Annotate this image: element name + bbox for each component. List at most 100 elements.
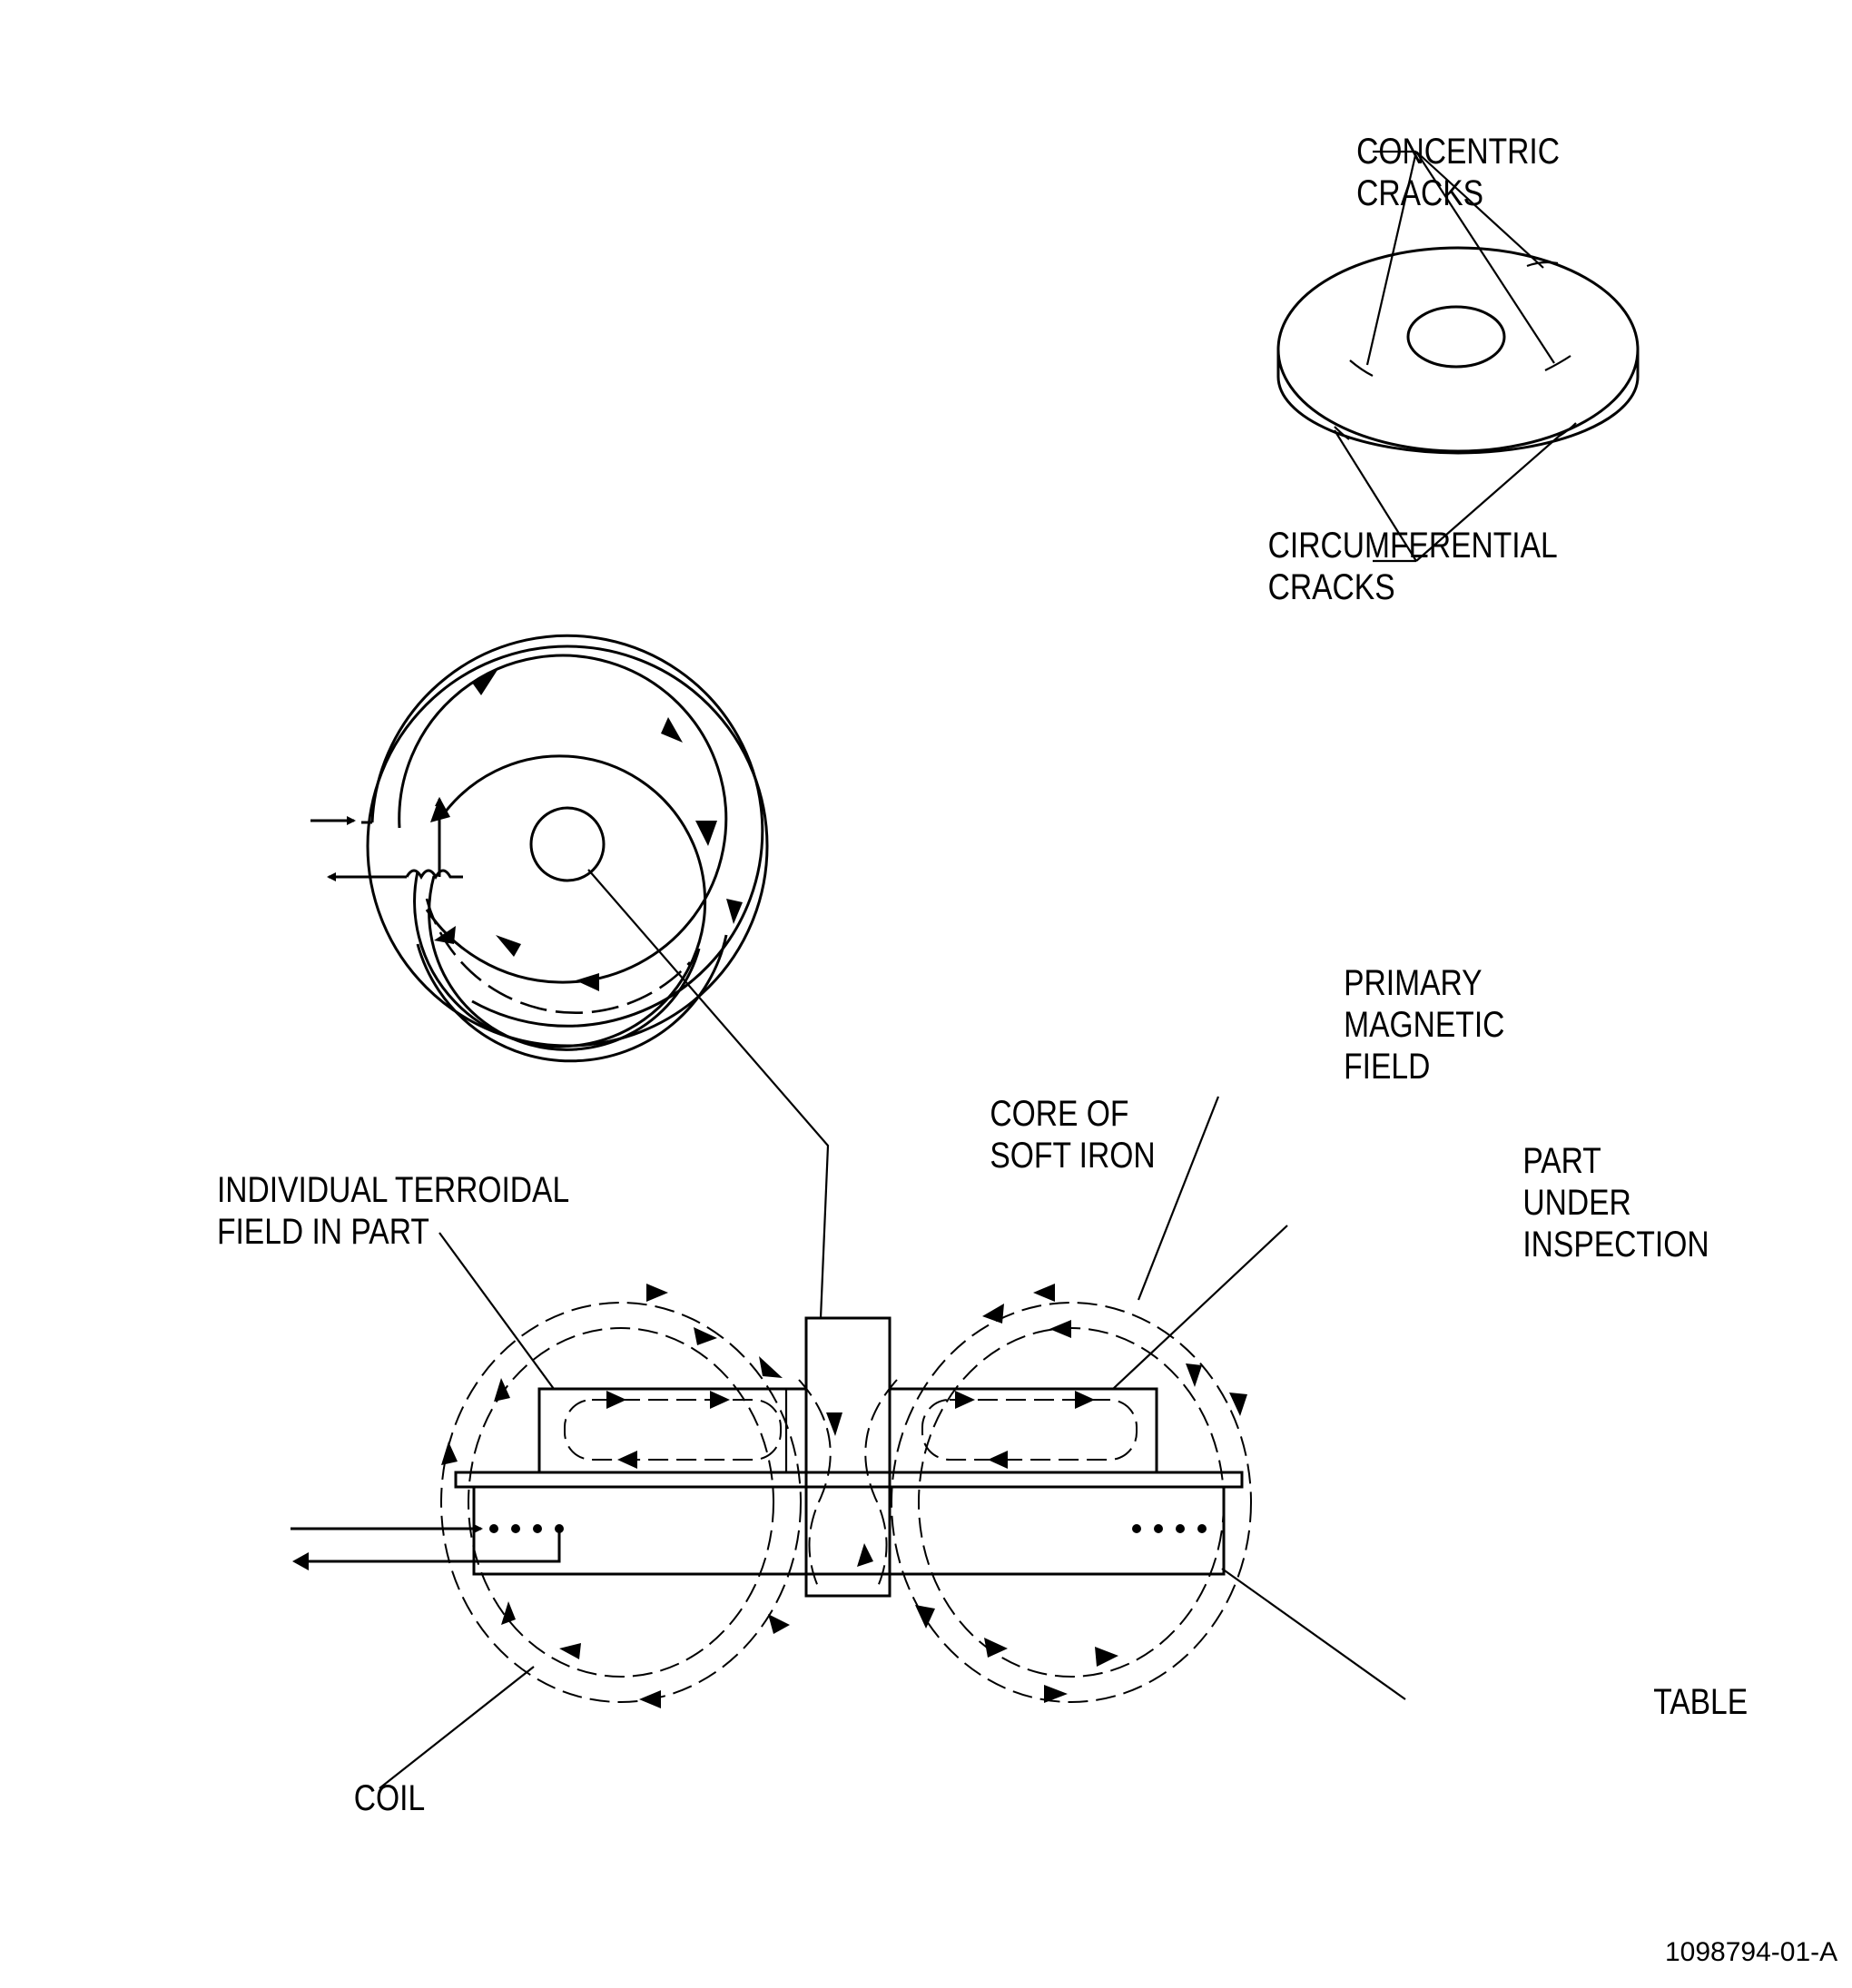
coil-dot-r2 — [1154, 1524, 1163, 1533]
part-label-2: UNDER — [1522, 1182, 1630, 1222]
part-left-field-loop — [564, 1399, 782, 1461]
field-loop-right-outer — [891, 1302, 1252, 1703]
concentric-crack-right — [1544, 355, 1571, 371]
figure-id: 1098794-01-A — [1665, 1937, 1837, 1967]
primary-field-leader — [1137, 1096, 1220, 1301]
part-right-arrow-3 — [988, 1451, 1008, 1469]
disc-top-face — [1276, 246, 1640, 453]
side-lead-out-arrow — [292, 1552, 309, 1570]
ring-arrow-8 — [430, 797, 450, 822]
coil-side-view — [291, 1096, 1406, 1789]
part-right — [888, 1387, 1158, 1474]
field-arrow-14 — [1229, 1393, 1247, 1416]
ring-arrow-2 — [661, 717, 683, 743]
field-arrow-15 — [915, 1605, 935, 1629]
coil-ring-2 — [398, 654, 728, 984]
disc-bottom-edge — [1276, 349, 1640, 455]
part-label-3: INSPECTION — [1522, 1224, 1709, 1264]
field-arrow-17 — [1044, 1685, 1068, 1703]
part-right-arrow-2 — [1075, 1391, 1095, 1409]
core-arrow-1 — [826, 1412, 842, 1436]
coil-leader — [379, 1666, 535, 1789]
concentric-cracks-label-2: CRACKS — [1356, 172, 1483, 212]
coil-dot-r3 — [1176, 1524, 1185, 1533]
part-left-arrow-1 — [606, 1391, 626, 1409]
table-leader — [1221, 1568, 1406, 1700]
ring-arrow-5 — [496, 935, 521, 957]
core-leader — [587, 869, 830, 1319]
field-arrow-8 — [639, 1690, 661, 1708]
part-left-arrow-2 — [710, 1391, 730, 1409]
coil-ring-dashed — [425, 898, 691, 1015]
circumferential-crack-left — [1334, 426, 1350, 440]
circumferential-cracks-label-1: CIRCUMFERENTIAL — [1268, 525, 1558, 565]
individual-field-label-1: INDIVIDUAL TERROIDAL — [217, 1169, 569, 1209]
concentric-leader — [1365, 150, 1555, 366]
field-arrow-13 — [1186, 1363, 1202, 1387]
ring-arrow-6 — [434, 926, 456, 944]
coil-dot-r4 — [1197, 1524, 1207, 1533]
soft-iron-core — [804, 1316, 892, 1598]
top-view-core — [529, 806, 606, 882]
individual-field-leader — [438, 1232, 555, 1390]
coil-ring-inner-lower — [416, 875, 728, 1063]
field-arrow-6 — [501, 1601, 516, 1625]
coil-dot-l3 — [533, 1524, 542, 1533]
field-arrow-12 — [1049, 1320, 1071, 1338]
coil-ring-1 — [361, 634, 764, 1028]
ring-arrow-7 — [576, 973, 599, 991]
field-arrow-4 — [494, 1378, 510, 1402]
core-arrow-2 — [857, 1543, 873, 1567]
field-arrow-10 — [1033, 1284, 1055, 1302]
concentric-crack-back — [1526, 261, 1559, 268]
part-left — [537, 1387, 808, 1474]
top-view-lead-loops — [405, 869, 463, 881]
field-arrow-9 — [768, 1614, 790, 1634]
part-label-1: PART — [1522, 1140, 1601, 1180]
table-body — [472, 1485, 1226, 1576]
primary-field-label-2: MAGNETIC — [1344, 1004, 1504, 1044]
core-label-1: CORE OF — [990, 1093, 1128, 1133]
field-loop-right-inner — [918, 1327, 1225, 1678]
ring-arrow-3 — [695, 821, 717, 846]
ring-arrow-1 — [472, 670, 497, 695]
primary-field-label-1: PRIMARY — [1344, 962, 1482, 1002]
field-arrow-18 — [1095, 1647, 1118, 1667]
part-right-arrow-1 — [955, 1391, 975, 1409]
side-lead-return — [309, 1529, 561, 1563]
field-loop-left-inner — [468, 1327, 774, 1678]
field-arrow-1 — [646, 1284, 668, 1302]
field-loop-left-outer — [440, 1302, 802, 1703]
coil-dot-r1 — [1132, 1524, 1141, 1533]
circumferential-cracks-label-2: CRACKS — [1268, 566, 1395, 606]
primary-field-label-3: FIELD — [1344, 1046, 1430, 1086]
individual-field-label-2: FIELD IN PART — [217, 1211, 429, 1251]
field-arrow-16 — [984, 1638, 1008, 1658]
field-arrow-2 — [694, 1327, 717, 1345]
coil-top-view — [310, 634, 830, 1319]
cracked-disc: CONCENTRIC CRACKS CIRCUMFERENTIAL CRACKS — [1268, 131, 1640, 607]
field-arrow-7 — [559, 1643, 581, 1659]
disc-hole — [1406, 305, 1506, 369]
coil-ring-3 — [413, 754, 707, 1048]
concentric-cracks-label-1: CONCENTRIC — [1356, 131, 1560, 171]
concentric-crack-left — [1349, 359, 1374, 377]
part-leader — [1112, 1225, 1288, 1390]
table-label: TABLE — [1653, 1681, 1748, 1721]
part-right-field-loop — [921, 1399, 1138, 1461]
side-view-labels: PRIMARY MAGNETIC FIELD CORE OF SOFT IRON… — [217, 962, 1837, 1967]
coil-dot-l1 — [489, 1524, 498, 1533]
field-arrow-11 — [982, 1304, 1004, 1324]
coil-label: COIL — [354, 1777, 425, 1817]
core-field-lines — [798, 1379, 898, 1589]
table-top — [454, 1471, 1244, 1489]
part-left-arrow-3 — [617, 1451, 637, 1469]
field-arrow-3 — [759, 1356, 783, 1378]
field-arrow-5 — [441, 1442, 458, 1465]
core-label-2: SOFT IRON — [990, 1135, 1155, 1175]
coil-dot-l2 — [511, 1524, 520, 1533]
circumferential-leader — [1334, 429, 1562, 563]
ring-arrow-4 — [726, 899, 743, 924]
